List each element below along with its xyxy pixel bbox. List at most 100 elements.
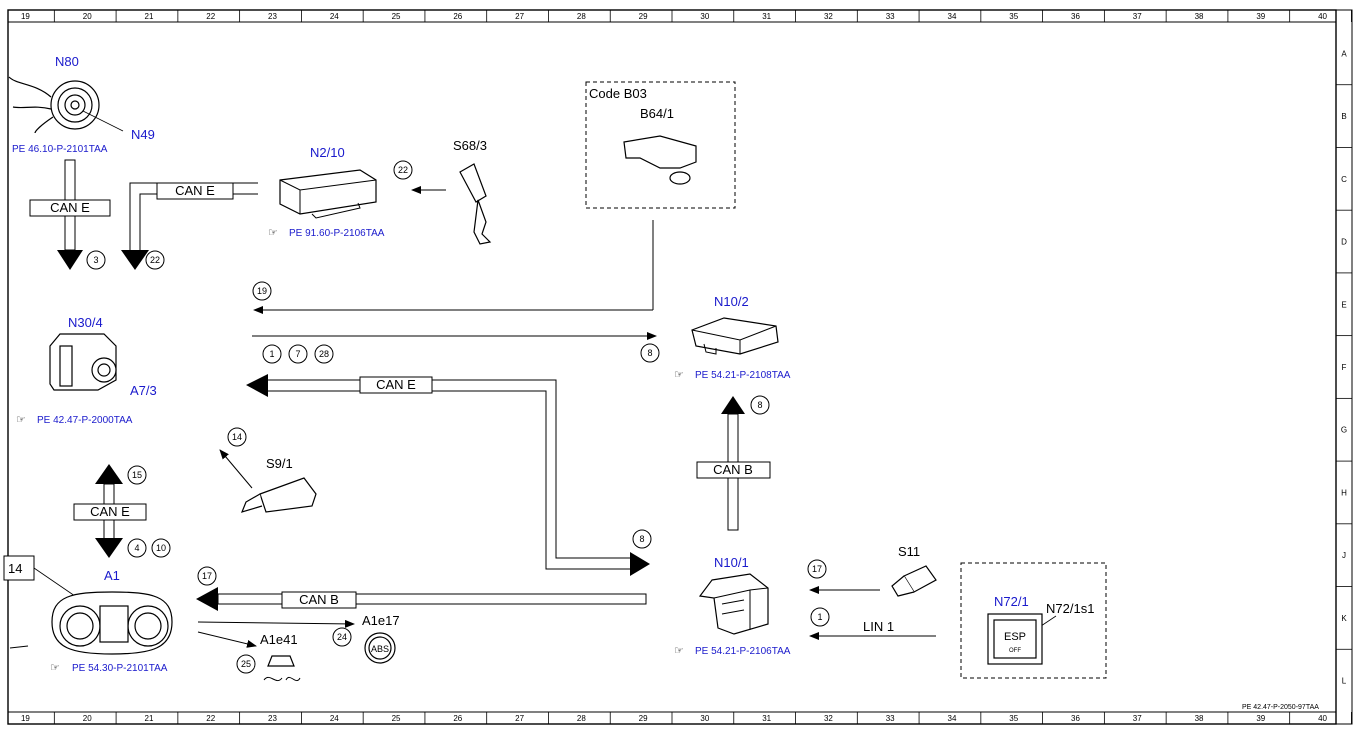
abs-icon: ABS bbox=[371, 644, 389, 654]
a1-label: A1 bbox=[104, 568, 120, 583]
column-label: 25 bbox=[392, 12, 401, 21]
s9-1-label: S9/1 bbox=[266, 456, 293, 471]
can-e-label-4: CAN E bbox=[90, 504, 130, 519]
n80-steering-column-module: N80 N49 PE 46.10-P-2101TAA bbox=[8, 54, 155, 155]
n2-10-ref[interactable]: PE 91.60-P-2106TAA bbox=[289, 228, 385, 239]
signal-17-b: 17 bbox=[812, 564, 822, 574]
row-label: E bbox=[1341, 300, 1346, 309]
n10-2-ref[interactable]: PE 54.21-P-2108TAA bbox=[695, 370, 791, 381]
svg-text:☞: ☞ bbox=[674, 369, 684, 381]
n72-1-control-panel: N72/1 N72/1s1 ESP OFF bbox=[960, 562, 1107, 679]
can-e-arrow-a1: CAN E 15 4 10 bbox=[73, 464, 171, 558]
column-label: 23 bbox=[268, 714, 277, 723]
signal-17-a: 17 bbox=[202, 571, 212, 581]
a7-3-label: A7/3 bbox=[130, 383, 157, 398]
can-e-label-3: CAN E bbox=[376, 377, 416, 392]
row-label: F bbox=[1342, 363, 1347, 372]
can-e-arrow-n2-10: CAN E 22 bbox=[121, 182, 258, 270]
column-label: 21 bbox=[145, 12, 154, 21]
column-label: 31 bbox=[762, 714, 771, 723]
column-label: 21 bbox=[145, 714, 154, 723]
signal-19: 19 bbox=[257, 286, 267, 296]
n2-10-label: N2/10 bbox=[310, 145, 345, 160]
column-label: 37 bbox=[1133, 714, 1142, 723]
signal-line-to-n10-2: 1 7 28 8 bbox=[252, 332, 660, 364]
n30-4-label: N30/4 bbox=[68, 315, 103, 330]
can-e-arrow-n30-4-n10-1: CAN E 8 bbox=[246, 374, 652, 576]
n30-4-ref[interactable]: PE 42.47-P-2000TAA bbox=[37, 415, 133, 426]
column-label: 36 bbox=[1071, 714, 1080, 723]
row-label: J bbox=[1342, 551, 1346, 560]
signal-3: 3 bbox=[93, 255, 98, 265]
column-label: 22 bbox=[206, 714, 215, 723]
row-label: C bbox=[1341, 175, 1347, 184]
esp-off-label: OFF bbox=[1009, 648, 1021, 654]
column-label: 28 bbox=[577, 12, 586, 21]
code-b03-group: Code B03 B64/1 19 bbox=[252, 81, 736, 314]
s9-1-switch: S9/1 14 bbox=[219, 427, 317, 513]
pointing-hand-icon: ☞ bbox=[50, 662, 60, 674]
pointing-hand-icon: ☞ bbox=[268, 227, 278, 239]
row-label: K bbox=[1341, 614, 1347, 623]
n80-label: N80 bbox=[55, 54, 79, 69]
pointing-hand-icon: ☞ bbox=[674, 645, 684, 657]
column-label: 36 bbox=[1071, 12, 1080, 21]
can-b-arrow-n10-1-n10-2: CAN B 8 bbox=[696, 395, 771, 531]
row-label: G bbox=[1341, 426, 1347, 435]
n80-ref[interactable]: PE 46.10-P-2101TAA bbox=[12, 144, 108, 155]
column-label: 39 bbox=[1256, 714, 1265, 723]
can-b-label-1: CAN B bbox=[713, 462, 753, 477]
column-label: 34 bbox=[948, 714, 957, 723]
a1-instrument-cluster: 14 A1 ☞ PE 54.30-P-2101TAA bbox=[3, 555, 173, 674]
n30-4-esp-unit: N30/4 A7/3 ☞ PE 42.47-P-2000TAA bbox=[16, 315, 157, 426]
row-label: H bbox=[1341, 488, 1347, 497]
n10-2-label: N10/2 bbox=[714, 294, 749, 309]
s11-label: S11 bbox=[898, 544, 920, 559]
column-label: 32 bbox=[824, 12, 833, 21]
b64-1-label: B64/1 bbox=[640, 106, 674, 121]
n10-2-module: N10/2 ☞ PE 54.21-P-2108TAA bbox=[674, 294, 791, 381]
doc-reference: PE 42.47-P-2050-97TAA bbox=[1242, 704, 1319, 711]
column-label: 19 bbox=[21, 12, 30, 21]
signal-25: 25 bbox=[241, 659, 251, 669]
column-label: 40 bbox=[1318, 714, 1327, 723]
can-b-label-2: CAN B bbox=[299, 592, 339, 607]
signal-22-a: 22 bbox=[150, 255, 160, 265]
pointing-hand-icon: ☞ bbox=[674, 369, 684, 381]
a1e41-warning-lamp: A1e41 25 bbox=[197, 631, 301, 682]
signal-7: 7 bbox=[295, 349, 300, 359]
column-label: 19 bbox=[21, 714, 30, 723]
svg-text:☞: ☞ bbox=[674, 645, 684, 657]
column-label: 24 bbox=[330, 12, 339, 21]
column-label: 30 bbox=[700, 714, 709, 723]
svg-text:☞: ☞ bbox=[50, 662, 60, 674]
column-label: 38 bbox=[1195, 12, 1204, 21]
a1e17-label: A1e17 bbox=[362, 613, 400, 628]
can-e-label-2: CAN E bbox=[175, 183, 215, 198]
column-label: 32 bbox=[824, 714, 833, 723]
column-label: 20 bbox=[83, 12, 92, 21]
can-e-label-1: CAN E bbox=[50, 200, 90, 215]
signal-4: 4 bbox=[134, 543, 139, 553]
signal-1-a: 1 bbox=[269, 349, 274, 359]
svg-text:☞: ☞ bbox=[268, 227, 278, 239]
svg-text:☞: ☞ bbox=[16, 414, 26, 426]
a1-ref[interactable]: PE 54.30-P-2101TAA bbox=[72, 663, 168, 674]
lin-1-line: LIN 1 1 bbox=[809, 607, 936, 640]
column-label: 27 bbox=[515, 714, 524, 723]
column-label: 31 bbox=[762, 12, 771, 21]
n10-1-ref[interactable]: PE 54.21-P-2106TAA bbox=[695, 646, 791, 657]
n49-label: N49 bbox=[131, 127, 155, 142]
signal-15: 15 bbox=[132, 470, 142, 480]
column-label: 22 bbox=[206, 12, 215, 21]
column-label: 34 bbox=[948, 12, 957, 21]
column-label: 40 bbox=[1318, 12, 1327, 21]
column-label: 29 bbox=[639, 12, 648, 21]
n10-1-module: N10/1 ☞ PE 54.21-P-2106TAA bbox=[674, 555, 791, 657]
s11-switch: S11 17 bbox=[807, 544, 937, 597]
signal-10: 10 bbox=[156, 543, 166, 553]
a1-box-label: 14 bbox=[8, 561, 22, 576]
column-label: 27 bbox=[515, 12, 524, 21]
can-e-arrow-n80: CAN E 3 bbox=[29, 159, 111, 270]
